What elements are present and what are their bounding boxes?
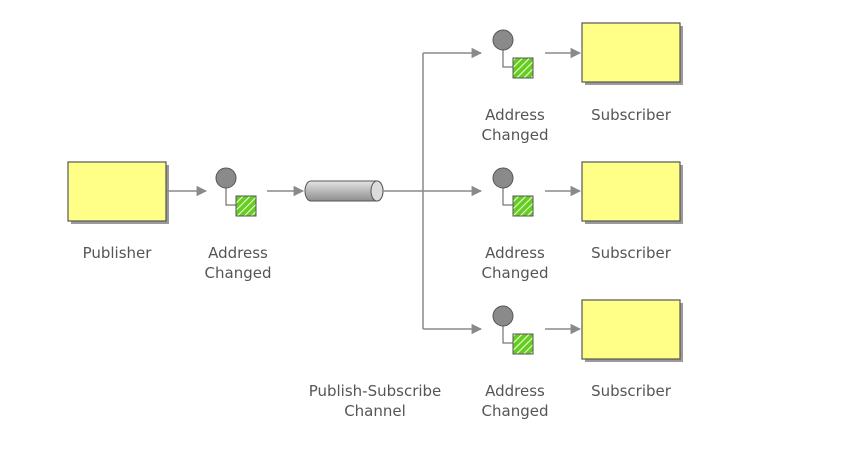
publisher-message-label-line1: Address <box>208 244 268 262</box>
subscriber-message-label-line2: Changed <box>482 402 549 420</box>
address-changed-message-icon <box>492 167 534 217</box>
publisher-label: Publisher <box>83 244 153 262</box>
subscriber-box <box>581 22 683 85</box>
address-changed-message-icon <box>492 29 534 79</box>
pipe-icon <box>304 180 384 202</box>
address-changed-message-icon <box>492 305 534 355</box>
publisher-box <box>67 161 169 224</box>
subscriber-box <box>581 299 683 362</box>
subscriber-label: Subscriber <box>591 244 672 262</box>
subscriber-message-label-line2: Changed <box>482 264 549 282</box>
subscriber-message-label-line1: Address <box>485 382 545 400</box>
publisher-message-label-line2: Changed <box>205 264 272 282</box>
address-changed-message-icon <box>215 167 257 217</box>
subscriber-label: Subscriber <box>591 106 672 124</box>
subscriber-message-label-line1: Address <box>485 244 545 262</box>
subscriber-label: Subscriber <box>591 382 672 400</box>
channel-label-line2: Channel <box>344 402 406 420</box>
subscriber-box <box>581 161 683 224</box>
fanout-connectors <box>383 47 483 335</box>
subscriber-message-label-line2: Changed <box>482 126 549 144</box>
subscriber-message-label-line1: Address <box>485 106 545 124</box>
channel-label-line1: Publish-Subscribe <box>309 382 442 400</box>
